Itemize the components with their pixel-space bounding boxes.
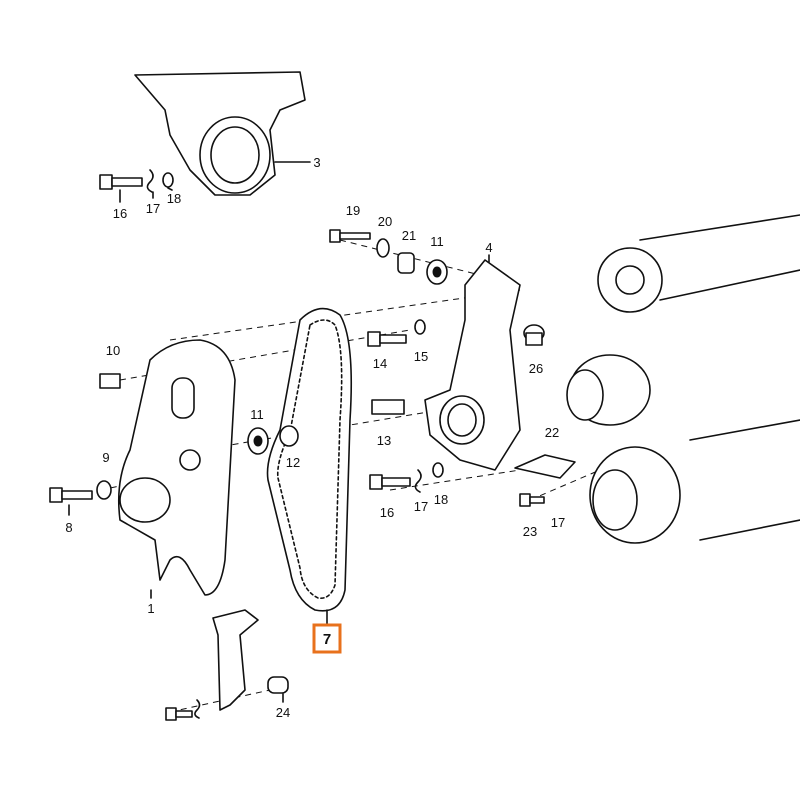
label-9: 9 [102,450,109,465]
upper-cover-part-3 [134,71,311,196]
label-17: 17 [146,201,160,216]
label-21: 21 [402,228,416,243]
lower-cover-part-1 [117,339,236,599]
label-17b: 17 [414,499,428,514]
idler-parts-middle [247,425,299,455]
label-23: 23 [523,524,537,539]
clip-part-10 [99,373,121,389]
label-12: 12 [286,455,300,470]
rear-cover-plate-part-4 [424,254,521,471]
label-4: 4 [485,240,492,255]
label-3: 3 [313,155,320,170]
label-20: 20 [378,214,392,229]
bracket-part-bottom [165,609,289,721]
label-11b: 11 [250,407,264,422]
tensioner-hardware-top [329,229,448,285]
label-11: 11 [430,234,444,249]
label-13: 13 [377,433,391,448]
bolt-washer-set-top [99,169,174,203]
label-14: 14 [373,356,387,371]
label-24: 24 [276,705,290,720]
bolts-middle [367,319,545,493]
part-labels: 3 16 17 18 19 20 21 11 4 10 14 15 26 11 … [65,155,565,720]
label-1: 1 [147,601,154,616]
label-17c: 17 [551,515,565,530]
label-16b: 16 [380,505,394,520]
label-26: 26 [529,361,543,376]
label-18: 18 [167,191,181,206]
timing-belt-part-7 [266,307,353,654]
label-7-highlighted: 7 [323,631,331,648]
label-19: 19 [346,203,360,218]
highlight-box [312,623,342,654]
bolt-part-8 [49,480,112,516]
label-15: 15 [414,349,428,364]
label-22: 22 [545,425,559,440]
label-16: 16 [113,206,127,221]
label-18b: 18 [434,492,448,507]
label-10: 10 [106,343,120,358]
engine-block [514,214,800,544]
label-8: 8 [65,520,72,535]
